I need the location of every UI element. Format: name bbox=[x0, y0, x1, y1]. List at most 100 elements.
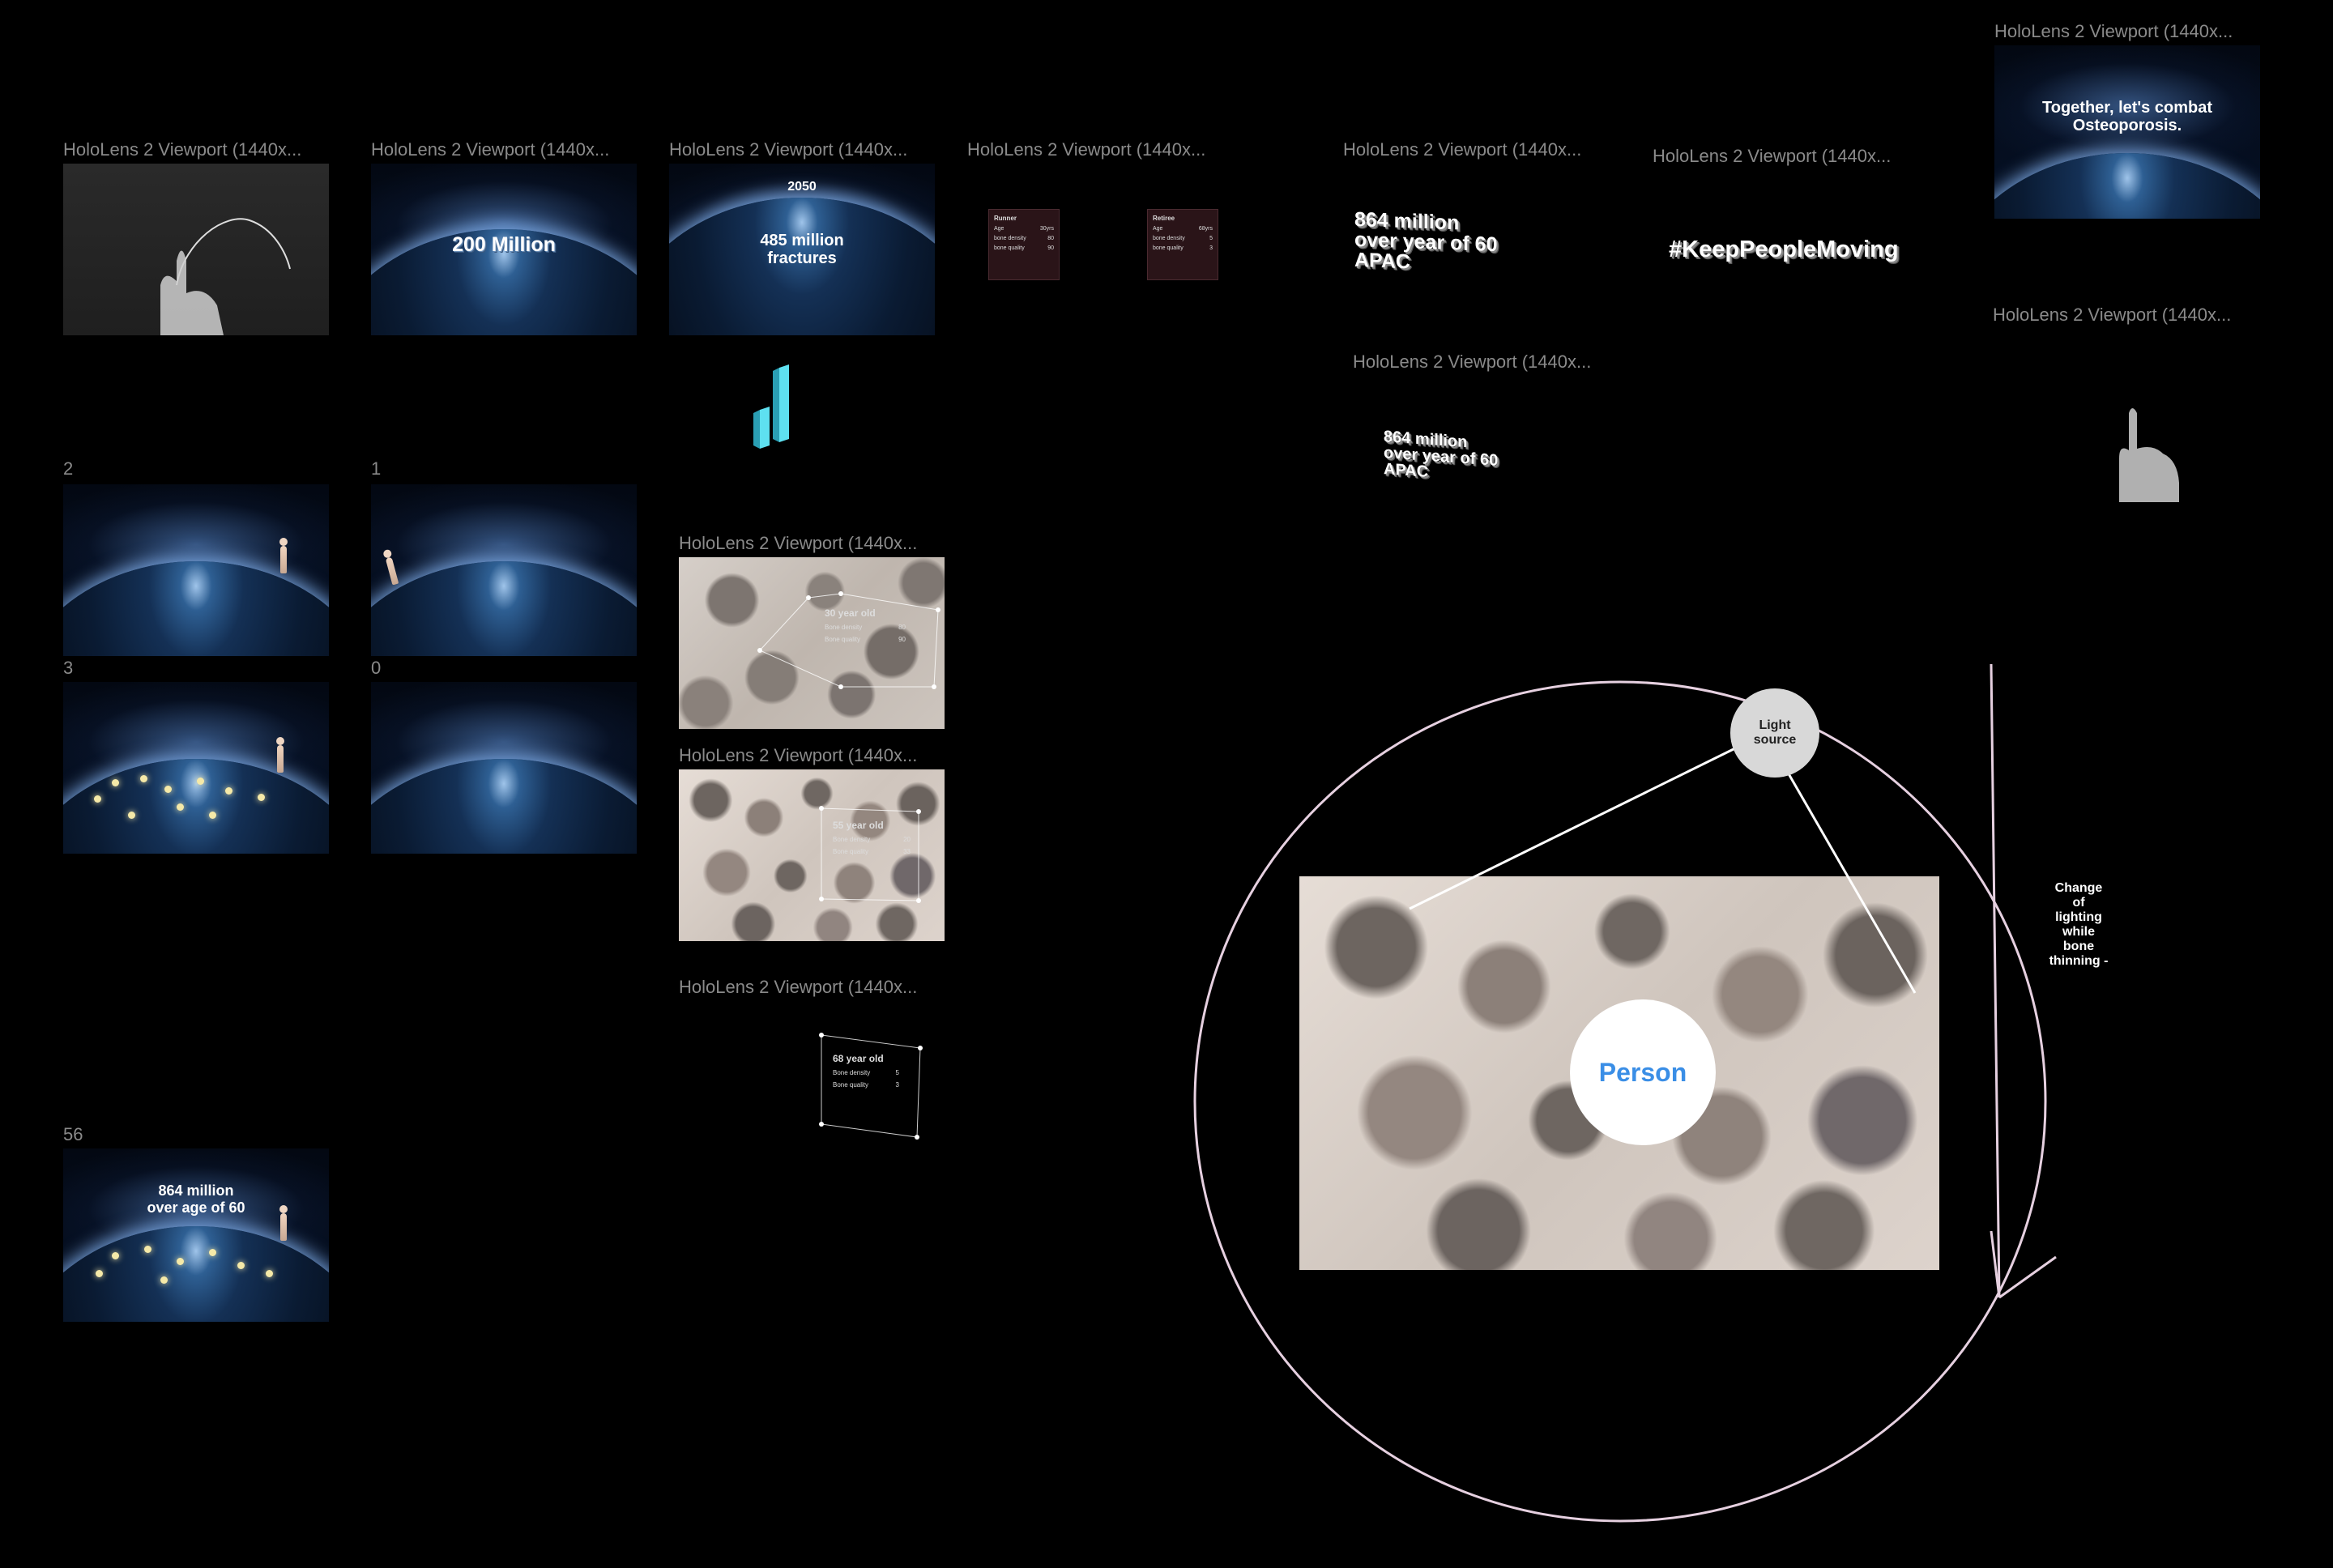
frame-earth-864-million[interactable]: 864 million over age of 60 bbox=[63, 1148, 329, 1322]
population-dot bbox=[128, 812, 135, 819]
hand-swipe-icon bbox=[160, 218, 291, 335]
population-dot bbox=[258, 794, 265, 801]
orbit-arrow-stroke-b bbox=[1998, 1255, 2057, 1299]
frame-number-label[interactable]: 1 bbox=[371, 458, 382, 479]
hud-key: Bone quality bbox=[833, 1081, 869, 1089]
frame-earth-200-million[interactable]: 200 Million bbox=[371, 164, 637, 335]
frame-number-label[interactable]: 56 bbox=[63, 1124, 83, 1144]
3d-text-864-million-small[interactable]: 864 million over year of 60 APAC bbox=[1384, 428, 1498, 485]
frame-label[interactable]: HoloLens 2 Viewport (1440x... bbox=[371, 139, 610, 160]
frame-label[interactable]: HoloLens 2 Viewport (1440x... bbox=[967, 139, 1206, 160]
frame-label[interactable]: HoloLens 2 Viewport (1440x... bbox=[679, 977, 918, 997]
earth-caption-200-million: 200 Million bbox=[452, 233, 556, 256]
person-label: Person bbox=[1598, 1057, 1687, 1087]
card-key: bone density bbox=[1153, 236, 1185, 241]
earth-caption-line1: 864 million bbox=[158, 1182, 234, 1199]
walker-figure-icon bbox=[276, 737, 284, 773]
hud-key: Bone density bbox=[833, 836, 871, 843]
hud-key: Bone density bbox=[825, 624, 863, 631]
hand-pointing-icon[interactable] bbox=[2105, 402, 2186, 502]
population-dot bbox=[96, 1270, 103, 1277]
population-dot bbox=[112, 1252, 119, 1259]
frame-earth-walker-1[interactable] bbox=[371, 484, 637, 656]
population-dot bbox=[140, 775, 147, 782]
hud-value: 80 bbox=[898, 624, 906, 631]
card-value: 3 bbox=[1209, 245, 1213, 251]
card-key: Age bbox=[1153, 226, 1163, 232]
frame-number-label[interactable]: 0 bbox=[371, 658, 382, 678]
card-key: bone quality bbox=[994, 245, 1025, 251]
hud-title: 55 year old bbox=[833, 820, 884, 831]
lighting-orbit-diagram bbox=[1193, 664, 2057, 1523]
frame-earth-2050-fractures[interactable]: 2050 485 million fractures bbox=[669, 164, 935, 335]
frame-number-label[interactable]: 2 bbox=[63, 458, 74, 479]
closing-caption-line2: Osteoporosis. bbox=[2072, 117, 2182, 134]
hud-title: 30 year old bbox=[825, 607, 876, 619]
3d-text-864-million[interactable]: 864 million over year of 60 APAC bbox=[1354, 208, 1498, 275]
frame-bone-30-year-old[interactable]: 30 year old Bone density 80 Bone quality 9… bbox=[679, 557, 945, 729]
frame-label[interactable]: HoloLens 2 Viewport (1440x... bbox=[1343, 139, 1582, 160]
frame-label[interactable]: HoloLens 2 Viewport (1440x... bbox=[679, 745, 918, 765]
fractures-caption-line2: fractures bbox=[767, 249, 837, 267]
note-line: bone bbox=[2062, 940, 2095, 953]
hud-value: 90 bbox=[898, 636, 906, 643]
profile-card-retiree[interactable]: Retiree Age 68yrs bone density 5 bone qual… bbox=[1147, 209, 1218, 280]
light-source-line1: Light bbox=[1759, 718, 1791, 732]
population-dot bbox=[164, 786, 172, 793]
lighting-change-note: Change of lighting while bone thinning - bbox=[2038, 881, 2119, 969]
frame-earth-walker-2[interactable] bbox=[63, 484, 329, 656]
card-title: Retiree bbox=[1153, 215, 1175, 222]
frame-label[interactable]: HoloLens 2 Viewport (1440x... bbox=[1353, 352, 1592, 372]
note-line: thinning - bbox=[2049, 954, 2109, 968]
frame-label[interactable]: HoloLens 2 Viewport (1440x... bbox=[1994, 21, 2233, 41]
hud-value: 3 bbox=[895, 1081, 899, 1089]
note-line: Change bbox=[2054, 881, 2103, 895]
frame-label[interactable]: HoloLens 2 Viewport (1440x... bbox=[1653, 146, 1892, 166]
frame-bone-person-scene[interactable]: Person bbox=[1299, 876, 1939, 1270]
hud-wireframe-lines bbox=[819, 1033, 923, 1140]
note-line: of bbox=[2072, 896, 2085, 910]
frame-label[interactable]: HoloLens 2 Viewport (1440x... bbox=[1993, 305, 2232, 325]
hud-key: Bone quality bbox=[833, 848, 869, 855]
card-value: 80 bbox=[1047, 236, 1054, 241]
population-dot bbox=[209, 1249, 216, 1256]
population-dot bbox=[237, 1262, 245, 1269]
3d-bar-chart-icon[interactable] bbox=[750, 361, 802, 450]
card-key: bone quality bbox=[1153, 245, 1184, 251]
population-dot bbox=[209, 812, 216, 819]
population-dot bbox=[266, 1270, 273, 1277]
frame-label[interactable]: HoloLens 2 Viewport (1440x... bbox=[669, 139, 908, 160]
light-rays bbox=[1409, 744, 1917, 994]
light-source-line2: source bbox=[1753, 733, 1797, 747]
person-marker[interactable]: Person bbox=[1570, 999, 1716, 1145]
year-caption: 2050 bbox=[787, 180, 817, 194]
population-dot bbox=[197, 778, 204, 785]
frame-earth-walker-3[interactable] bbox=[63, 682, 329, 854]
fractures-caption-line1: 485 million bbox=[760, 232, 844, 249]
walker-figure-icon bbox=[279, 538, 288, 573]
card-value: 30yrs bbox=[1039, 226, 1054, 232]
hud-value: 33 bbox=[903, 848, 911, 855]
hud-wireframe-lines bbox=[819, 806, 921, 903]
card-value: 68yrs bbox=[1198, 226, 1213, 232]
hud-key: Bone quality bbox=[825, 636, 861, 643]
frame-number-label[interactable]: 3 bbox=[63, 658, 74, 678]
note-line: while bbox=[2062, 925, 2095, 939]
population-dot bbox=[160, 1276, 168, 1284]
walker-figure-icon bbox=[279, 1205, 288, 1241]
frame-together-osteoporosis[interactable]: Together, let's combat Osteoporosis. bbox=[1994, 45, 2260, 219]
card-key: bone density bbox=[994, 236, 1026, 241]
frame-label[interactable]: HoloLens 2 Viewport (1440x... bbox=[63, 139, 302, 160]
light-source-node[interactable]: Light source bbox=[1730, 688, 1819, 778]
frame-label[interactable]: HoloLens 2 Viewport (1440x... bbox=[679, 533, 918, 553]
card-value: 5 bbox=[1209, 236, 1213, 241]
hashtag-3d-text[interactable]: #KeepPeopleMoving bbox=[1669, 236, 1899, 262]
population-dot bbox=[177, 803, 184, 811]
frame-hand-gesture[interactable] bbox=[63, 164, 329, 335]
frame-earth-empty[interactable] bbox=[371, 682, 637, 854]
hud-title: 68 year old bbox=[833, 1053, 884, 1064]
population-dot bbox=[177, 1258, 184, 1265]
